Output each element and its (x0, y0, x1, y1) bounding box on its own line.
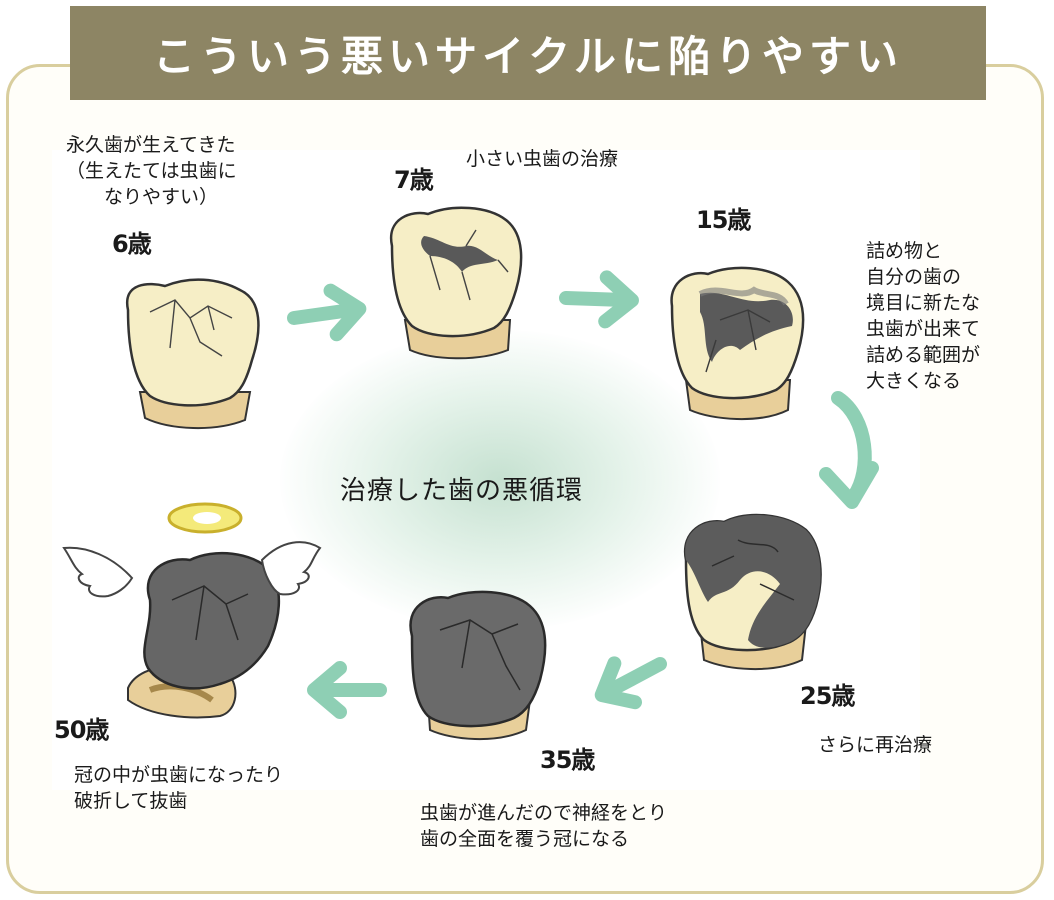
wing-icon-left (62, 546, 134, 598)
tooth-icon-age-35 (409, 590, 547, 741)
banner-title: こういう悪いサイクルに陥りやすい (153, 31, 903, 81)
note-age-25: さらに再治療 (818, 734, 933, 756)
arrow-icon-35-to-50 (314, 668, 380, 712)
arrow-icon-15-to-25 (819, 391, 879, 509)
arrow-icon-25-to-35 (591, 645, 670, 715)
tooth-icon-age-15 (670, 266, 805, 421)
note-age-6: 永久歯が生えてきた （生えたては虫歯に なりやすい） (66, 134, 237, 208)
center-glow (280, 330, 720, 630)
age-label-6: 6歳 (112, 230, 152, 258)
tooth-icon-age-50 (127, 551, 281, 719)
age-label-15: 15歳 (696, 206, 751, 234)
arrow-icon-6-to-7 (291, 287, 362, 340)
age-label-35: 35歳 (540, 746, 595, 774)
tooth-icon-age-6 (125, 278, 260, 430)
note-age-50: 冠の中が虫歯になったり 破折して抜歯 (74, 764, 284, 812)
note-age-7: 小さい虫歯の治療 (466, 148, 619, 170)
age-label-7: 7歳 (394, 166, 434, 194)
arrow-icon-7-to-15 (565, 276, 632, 322)
tooth-icon-age-25 (683, 513, 822, 671)
tooth-icon-age-7 (389, 206, 523, 360)
wing-icon-right (260, 541, 322, 596)
title-banner: こういう悪いサイクルに陥りやすい (70, 6, 986, 100)
note-age-15: 詰め物と 自分の歯の 境目に新たな 虫歯が出来て 詰める範囲が 大きくなる (866, 240, 981, 392)
age-label-50: 50歳 (54, 716, 109, 744)
halo-icon (167, 502, 243, 534)
center-label: 治療した歯の悪循環 (340, 476, 584, 506)
age-label-25: 25歳 (800, 682, 855, 710)
note-age-35: 虫歯が進んだので神経をとり 歯の全面を覆う冠になる (420, 802, 668, 850)
